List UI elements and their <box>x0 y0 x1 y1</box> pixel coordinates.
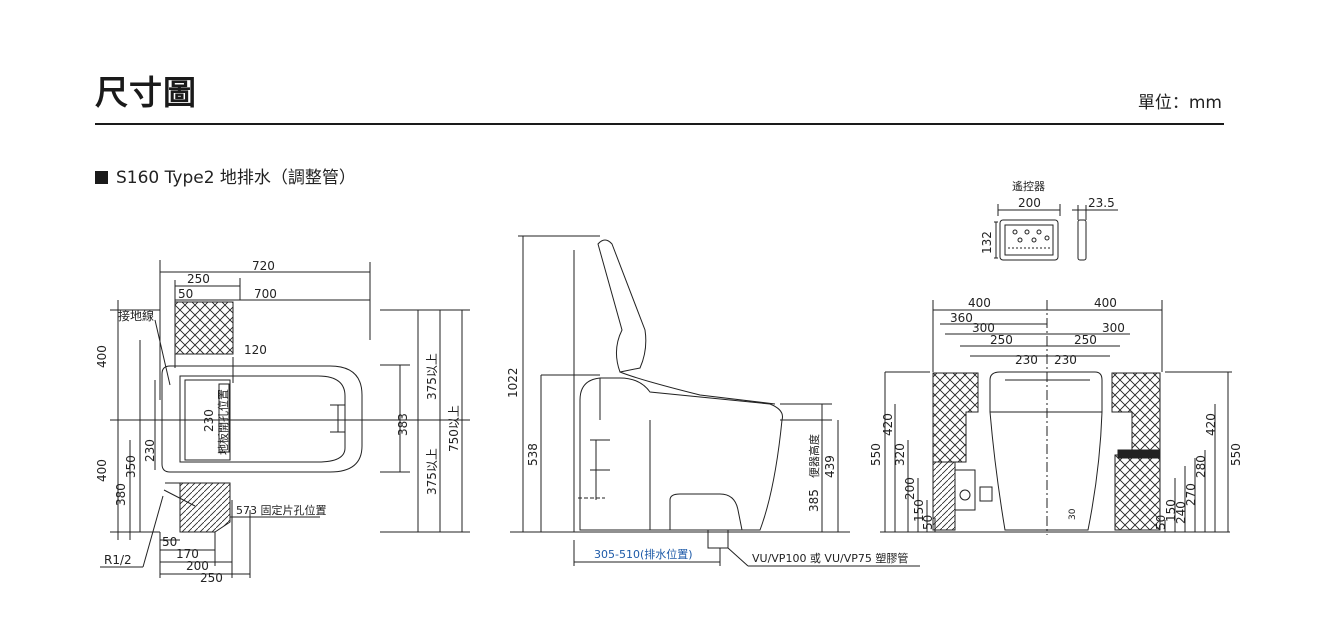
dim-350: 350 <box>124 455 138 478</box>
dim-170: 170 <box>176 547 199 561</box>
dim-420-right: 420 <box>1204 413 1218 436</box>
dim-132: 132 <box>980 231 994 254</box>
dim-50: 50 <box>178 287 193 301</box>
remote-control <box>994 204 1118 261</box>
remote-label: 遙控器 <box>1012 179 1045 193</box>
dim-50-right: 50 <box>1154 515 1168 530</box>
fix-hole-label: 573 固定片孔位置 <box>236 503 327 517</box>
drain-position-label: 305-510(排水位置) <box>594 547 693 561</box>
page-title: 尺寸圖 <box>95 73 197 112</box>
dim-400-right: 400 <box>1094 296 1117 310</box>
dim-375-upper: 375以上 <box>425 353 439 400</box>
ground-wire-label: 接地線 <box>118 308 154 323</box>
dim-270: 270 <box>1184 483 1198 506</box>
dim-240: 240 <box>1174 501 1188 524</box>
dim-750: 750以上 <box>447 405 461 452</box>
dim-420-left: 420 <box>881 413 895 436</box>
dim-250: 250 <box>187 272 210 286</box>
dim-280: 280 <box>1194 455 1208 478</box>
dim-550-right: 550 <box>1229 443 1243 466</box>
dim-300-right: 300 <box>1102 321 1125 335</box>
dim-400-left: 400 <box>968 296 991 310</box>
dim-250-bottom: 250 <box>200 571 223 585</box>
unit-label: 單位：mm <box>1137 93 1222 113</box>
dim-383: 383 <box>396 413 410 436</box>
dim-230-left: 230 <box>143 439 157 462</box>
remote-labels: 遙控器 200 23.5 132 <box>980 179 1115 254</box>
front-view <box>880 300 1232 535</box>
side-view <box>510 235 920 567</box>
dim-50-left: 50 <box>921 515 935 530</box>
dim-400-upper: 400 <box>95 345 109 368</box>
dim-380: 380 <box>114 483 128 506</box>
dim-23-5: 23.5 <box>1088 196 1115 210</box>
dim-385: 385 <box>807 489 821 512</box>
dim-230-right: 230 <box>1054 353 1077 367</box>
dim-439: 439 <box>823 455 837 478</box>
top-view-labels: 720 250 50 700 接地線 120 400 400 350 380 2… <box>95 259 461 585</box>
seat-height-label: 便器高度 <box>807 434 821 478</box>
dim-230-inner: 230 <box>202 409 216 432</box>
dim-1022: 1022 <box>506 367 520 398</box>
pipe-label: VU/VP100 或 VU/VP75 塑膠管 <box>752 551 908 565</box>
dim-538: 538 <box>526 443 540 466</box>
r12-label: R1/2 <box>104 553 132 567</box>
header-divider <box>95 123 1224 125</box>
floor-hole-label: 地板開孔位置 <box>216 389 230 455</box>
dim-250-left: 250 <box>990 333 1013 347</box>
dim-150-left: 150 <box>912 499 926 522</box>
dim-360: 360 <box>950 311 973 325</box>
dim-400-lower: 400 <box>95 459 109 482</box>
dim-720: 720 <box>252 259 275 273</box>
dim-300-left: 300 <box>972 321 995 335</box>
section-heading: S160 Type2 地排水（調整管） <box>95 163 356 188</box>
bullet-square-icon <box>95 171 108 184</box>
dim-30: 30 <box>1068 508 1078 520</box>
dim-230-left: 230 <box>1015 353 1038 367</box>
dim-200: 200 <box>186 559 209 573</box>
section-label: S160 Type2 地排水（調整管） <box>116 168 356 188</box>
top-view <box>100 260 470 578</box>
dim-320: 320 <box>893 443 907 466</box>
dim-700: 700 <box>254 287 277 301</box>
dim-200-remote: 200 <box>1018 196 1041 210</box>
dim-550-left: 550 <box>869 443 883 466</box>
dim-50-bottom: 50 <box>162 535 177 549</box>
dim-120: 120 <box>244 343 267 357</box>
front-view-labels: 400 400 360 300 300 250 250 230 230 550 … <box>869 296 1243 530</box>
dim-200-front: 200 <box>903 477 917 500</box>
side-view-labels: 1022 538 便器高度 439 385 305-510(排水位置) VU/V… <box>506 367 908 565</box>
dim-250-right: 250 <box>1074 333 1097 347</box>
dim-375-lower: 375以上 <box>425 448 439 495</box>
dim-150-right: 150 <box>1164 499 1178 522</box>
